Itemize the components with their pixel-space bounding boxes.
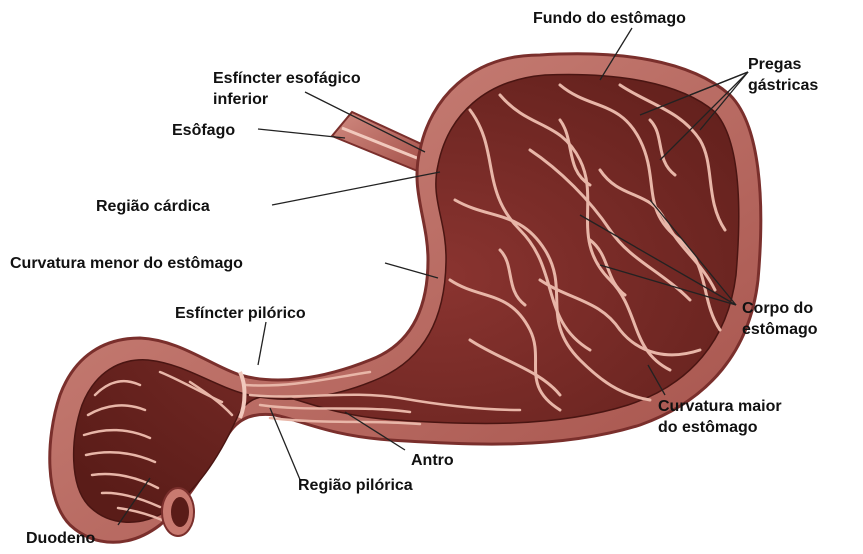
label-esofago: Esôfago	[172, 120, 235, 141]
label-curvatura-maior: Curvatura maior do estômago	[658, 396, 782, 438]
label-duodeno: Duodeno	[26, 528, 95, 549]
label-curvatura-menor: Curvatura menor do estômago	[10, 253, 243, 274]
label-esfincter-esofagico: Esfíncter esofágico inferior	[213, 68, 361, 110]
label-regiao-pilorica: Região pilórica	[298, 475, 413, 496]
label-pregas-gastricas: Pregas gástricas	[748, 54, 818, 96]
label-corpo: Corpo do estômago	[742, 298, 818, 340]
esophagus	[332, 112, 430, 172]
duodenum-opening	[162, 488, 194, 536]
label-esfincter-pilorico: Esfíncter pilórico	[175, 303, 306, 324]
label-fundo: Fundo do estômago	[533, 8, 686, 29]
label-regiao-cardica: Região cárdica	[96, 196, 210, 217]
label-antro: Antro	[411, 450, 454, 471]
